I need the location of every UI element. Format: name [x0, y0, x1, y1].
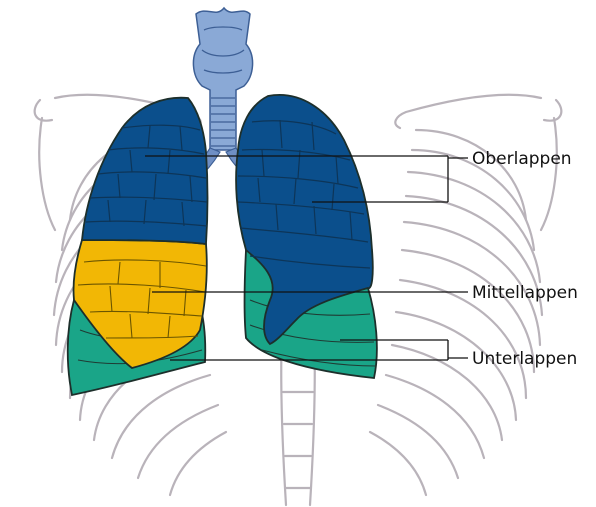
label-lower-lobe: Unterlappen — [472, 349, 577, 369]
label-middle-lobe: Mittellappen — [472, 283, 578, 303]
label-upper-lobe: Oberlappen — [472, 149, 572, 169]
left-lung — [236, 95, 377, 378]
right-lung — [68, 98, 208, 395]
